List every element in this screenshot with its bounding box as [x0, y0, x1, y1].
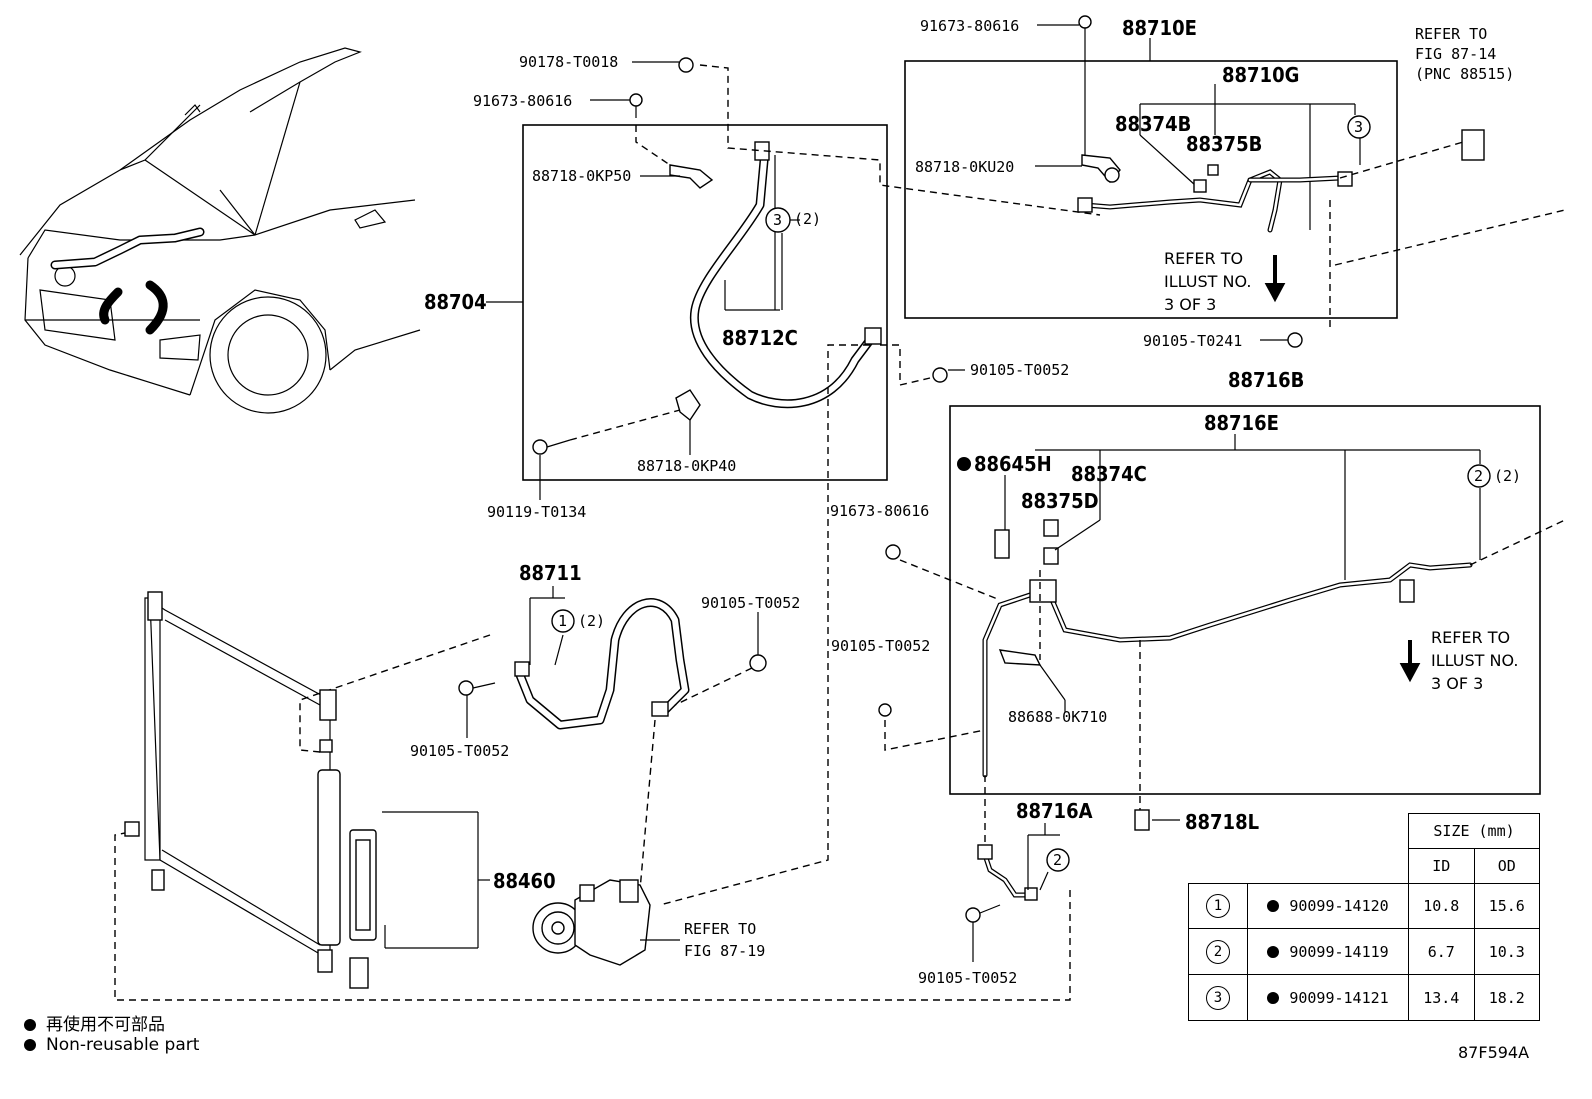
- legend-en-text: Non-reusable part: [46, 1035, 200, 1055]
- label-91673-80616-top: 91673-80616: [920, 17, 1019, 35]
- label-88645h: 88645H: [974, 452, 1052, 476]
- svg-text:REFER TO: REFER TO: [1415, 25, 1487, 43]
- svg-text:ILLUST NO.: ILLUST NO.: [1431, 651, 1518, 670]
- label-88710e: 88710E: [1122, 16, 1197, 40]
- table-row: 3 90099-14121 13.4 18.2: [1188, 974, 1540, 1021]
- row-part[interactable]: 90099-14121: [1289, 988, 1389, 1007]
- label-88718l: 88718L: [1185, 810, 1259, 834]
- label-88375b: 88375B: [1186, 132, 1262, 156]
- table-row: 1 90099-14120 10.8 15.6: [1188, 882, 1540, 930]
- non-reusable-dot-icon: [1267, 946, 1280, 959]
- svg-text:3 OF 3: 3 OF 3: [1164, 295, 1216, 314]
- row-key: 3: [1206, 985, 1230, 1010]
- ref-fig-87-14[interactable]: REFER TO FIG 87-14 (PNC 88515): [1415, 25, 1514, 83]
- label-88716e: 88716E: [1204, 411, 1279, 435]
- condenser-88460: [124, 591, 490, 989]
- size-table-col-id: ID: [1408, 847, 1475, 884]
- hose-88711: [514, 598, 690, 730]
- label-90105-t0052-b: 90105-T0052: [701, 594, 800, 612]
- row-key: 2: [1206, 939, 1230, 964]
- row-id: 6.7: [1408, 928, 1475, 976]
- label-91673-80616-b: 91673-80616: [473, 92, 572, 110]
- ref-fig-87-19[interactable]: REFER TO FIG 87-19: [684, 920, 765, 960]
- non-reusable-dot-icon: [957, 457, 971, 471]
- qty-label-c: (2): [578, 612, 605, 630]
- label-88460: 88460: [493, 869, 556, 893]
- label-90105-t0052-e: 90105-T0052: [918, 969, 1017, 987]
- hose-88712c: [689, 141, 882, 409]
- svg-text:REFER TO: REFER TO: [1431, 628, 1510, 647]
- non-reusable-dot-icon: [1267, 900, 1280, 913]
- circle-3-b: 3: [1354, 118, 1363, 136]
- row-id: 13.4: [1408, 974, 1475, 1021]
- non-reusable-dot-icon: [24, 1039, 36, 1051]
- row-id: 10.8: [1408, 882, 1475, 930]
- figure-code: 87F594A: [1458, 1043, 1529, 1062]
- box-88710e: [904, 60, 1398, 319]
- row-part[interactable]: 90099-14120: [1289, 896, 1389, 915]
- label-88718-0kp50: 88718-0KP50: [532, 167, 631, 185]
- non-reusable-dot-icon: [1267, 992, 1280, 1005]
- label-88716a: 88716A: [1016, 799, 1093, 823]
- legend-en: Non-reusable part: [24, 1035, 199, 1055]
- legend-jp-text: 再使用不可部品: [46, 1015, 165, 1035]
- svg-text:3 OF 3: 3 OF 3: [1431, 674, 1483, 693]
- ref-illust-3-of-3-top[interactable]: REFER TO ILLUST NO. 3 OF 3: [1164, 249, 1251, 314]
- label-90105-t0052-a: 90105-T0052: [970, 361, 1069, 379]
- vehicle-illustration: [19, 47, 421, 414]
- qty-label-b: (2): [1494, 467, 1521, 485]
- svg-text:REFER TO: REFER TO: [684, 920, 756, 938]
- row-od: 10.3: [1473, 928, 1540, 976]
- box-88716b: [949, 405, 1541, 795]
- row-od: 15.6: [1473, 882, 1540, 930]
- label-90178-t0018: 90178-T0018: [519, 53, 618, 71]
- pipe-88716e: [982, 562, 1473, 778]
- label-88688-0k710: 88688-0K710: [1008, 708, 1107, 726]
- label-88716b: 88716B: [1228, 368, 1304, 392]
- label-90119-t0134: 90119-T0134: [487, 503, 586, 521]
- label-88711: 88711: [519, 561, 582, 585]
- label-88710g: 88710G: [1222, 63, 1299, 87]
- label-88718-0ku20: 88718-0KU20: [915, 158, 1014, 176]
- svg-text:FIG 87-19: FIG 87-19: [684, 942, 765, 960]
- circle-3-a: 3: [773, 211, 782, 229]
- circle-2-a: 2: [1474, 467, 1483, 485]
- legend-jp: 再使用不可部品: [24, 1010, 165, 1035]
- vehicle-ac-lines: [50, 227, 205, 335]
- svg-text:REFER TO: REFER TO: [1164, 249, 1243, 268]
- row-od: 18.2: [1473, 974, 1540, 1021]
- non-reusable-dot-icon: [24, 1019, 36, 1031]
- svg-text:FIG 87-14: FIG 87-14: [1415, 45, 1496, 63]
- row-key: 1: [1206, 893, 1230, 918]
- pipe-88710g: [1077, 169, 1353, 233]
- label-88375d: 88375D: [1021, 489, 1099, 513]
- circle-2-b: 2: [1053, 851, 1062, 869]
- size-table-header: SIZE (mm): [1408, 813, 1540, 849]
- svg-text:(PNC 88515): (PNC 88515): [1415, 65, 1514, 83]
- svg-text:ILLUST NO.: ILLUST NO.: [1164, 272, 1251, 291]
- qty-label-a: (2): [794, 210, 821, 228]
- label-88712c: 88712C: [722, 326, 798, 350]
- label-90105-t0052-d: 90105-T0052: [410, 742, 509, 760]
- pipe-88716a: [977, 844, 1038, 901]
- compressor: [532, 879, 680, 966]
- seal-size-table: SIZE (mm) ID OD 1 90099-14120 10.8 15.6 …: [1188, 813, 1540, 1021]
- label-88704: 88704: [424, 290, 487, 314]
- label-90105-t0241: 90105-T0241: [1143, 332, 1242, 350]
- label-88374c: 88374C: [1071, 462, 1147, 486]
- label-88718-0kp40: 88718-0KP40: [637, 457, 736, 475]
- label-88374b: 88374B: [1115, 112, 1191, 136]
- label-90105-t0052-c: 90105-T0052: [831, 637, 930, 655]
- label-91673-80616-c: 91673-80616: [830, 502, 929, 520]
- table-row: 2 90099-14119 6.7 10.3: [1188, 928, 1540, 976]
- row-part[interactable]: 90099-14119: [1289, 942, 1389, 961]
- size-table-col-od: OD: [1473, 847, 1540, 884]
- ref-illust-3-of-3-right[interactable]: REFER TO ILLUST NO. 3 OF 3: [1431, 628, 1518, 693]
- circle-1: 1: [558, 612, 567, 630]
